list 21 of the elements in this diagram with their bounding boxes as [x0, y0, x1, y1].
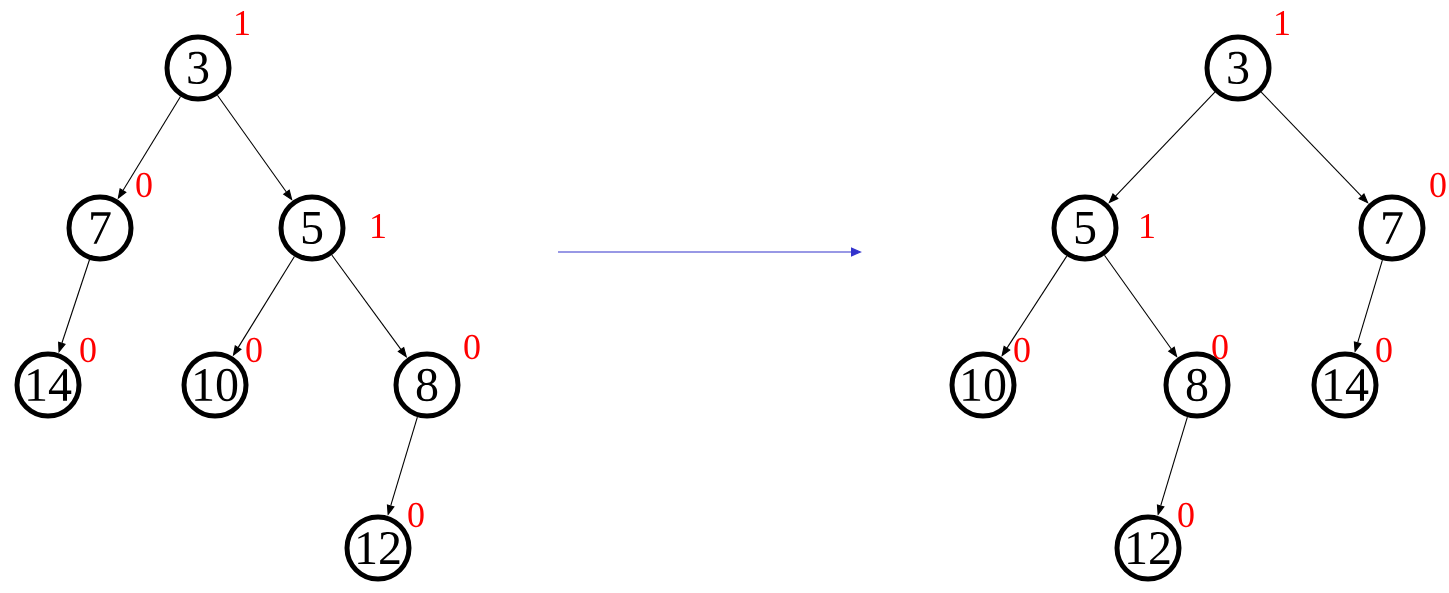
arrow — [1108, 91, 1216, 204]
tree-node: 7 — [1358, 194, 1426, 262]
balance-label: 1 — [1141, 214, 1154, 238]
balance-label: 0 — [246, 337, 262, 363]
tree-node: 5 — [278, 194, 346, 262]
arrow — [1001, 255, 1068, 357]
balance-label: 0 — [1430, 172, 1446, 198]
balance-label: 1 — [372, 214, 385, 238]
balance-label: 0 — [80, 337, 96, 363]
tree-node: 3 — [1204, 34, 1272, 102]
balance-label: 0 — [1376, 337, 1392, 363]
tree-node: 8 — [393, 351, 461, 419]
arrow — [1260, 91, 1369, 204]
tree-node: 5 — [1051, 194, 1119, 262]
tree-node: 7 — [66, 194, 134, 262]
tree-node: 3 — [164, 34, 232, 102]
balance-label: 0 — [1014, 337, 1030, 363]
balance-label: 0 — [136, 172, 152, 198]
balance-label: 1 — [1276, 11, 1289, 35]
balance-label: 0 — [464, 334, 480, 360]
balance-label: 1 — [236, 11, 249, 35]
